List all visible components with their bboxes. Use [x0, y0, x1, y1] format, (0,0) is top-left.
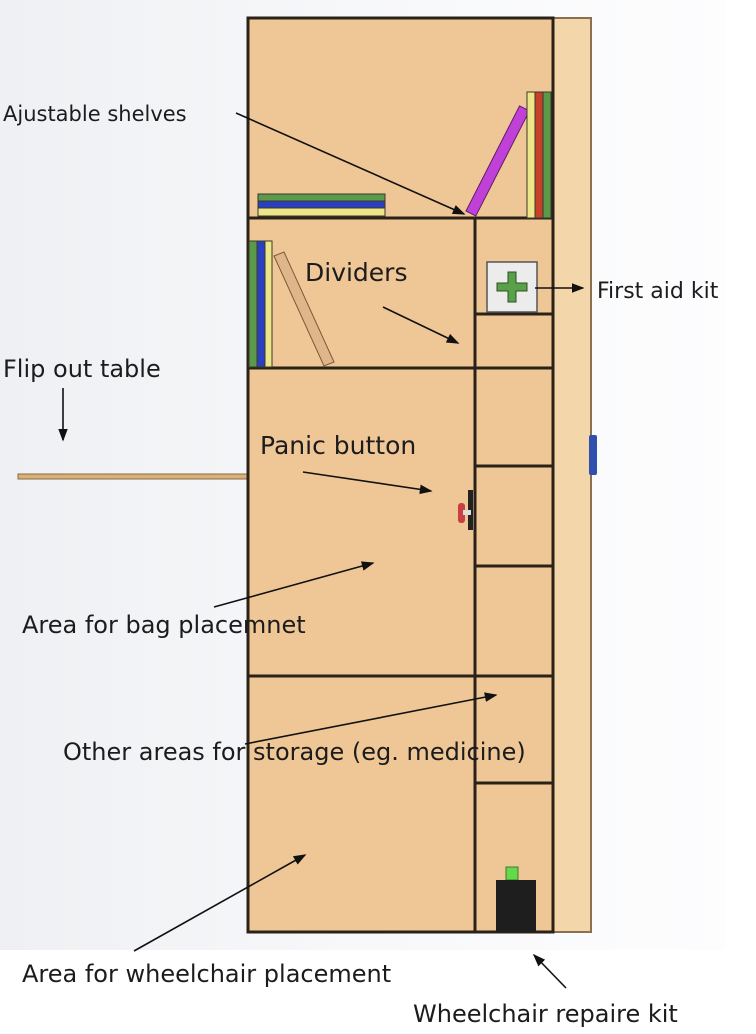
label-repair-kit: Wheelchair repaire kit — [413, 1000, 678, 1028]
label-flip-out-table: Flip out table — [3, 355, 161, 383]
arrow-other-storage — [244, 692, 498, 745]
first-aid-kit — [486, 261, 538, 313]
label-bag-area: Area for bag placemnet — [22, 611, 306, 639]
flip-out-table — [17, 473, 249, 480]
wheelchair-repair-kit — [496, 866, 536, 932]
cabinet-body — [246, 16, 555, 934]
label-wheelchair-area: Area for wheelchair placement — [22, 960, 391, 988]
upright-books-second — [248, 240, 273, 368]
arrow-repair-kit — [532, 953, 567, 989]
arrow-wheelchair-area — [133, 854, 307, 952]
arrow-panic-button — [302, 471, 433, 495]
label-adjustable-shelves: Ajustable shelves — [3, 102, 187, 126]
label-other-storage: Other areas for storage (eg. medicine) — [63, 738, 526, 766]
side-blue-fixture — [589, 435, 597, 475]
label-dividers: Dividers — [305, 258, 408, 287]
arrow-adjustable-shelves — [235, 112, 466, 215]
stacked-books — [257, 193, 386, 217]
arrow-bag-area — [213, 561, 375, 608]
arrow-dividers — [382, 306, 460, 344]
label-first-aid-kit: First aid kit — [597, 279, 719, 304]
label-panic-button: Panic button — [260, 431, 416, 460]
leaning-tan-book — [273, 251, 335, 367]
side-panel — [552, 17, 592, 933]
plus-icon — [496, 271, 528, 303]
panic-button — [458, 490, 473, 530]
upright-books-top — [526, 91, 552, 219]
leaning-purple-book — [465, 105, 531, 217]
